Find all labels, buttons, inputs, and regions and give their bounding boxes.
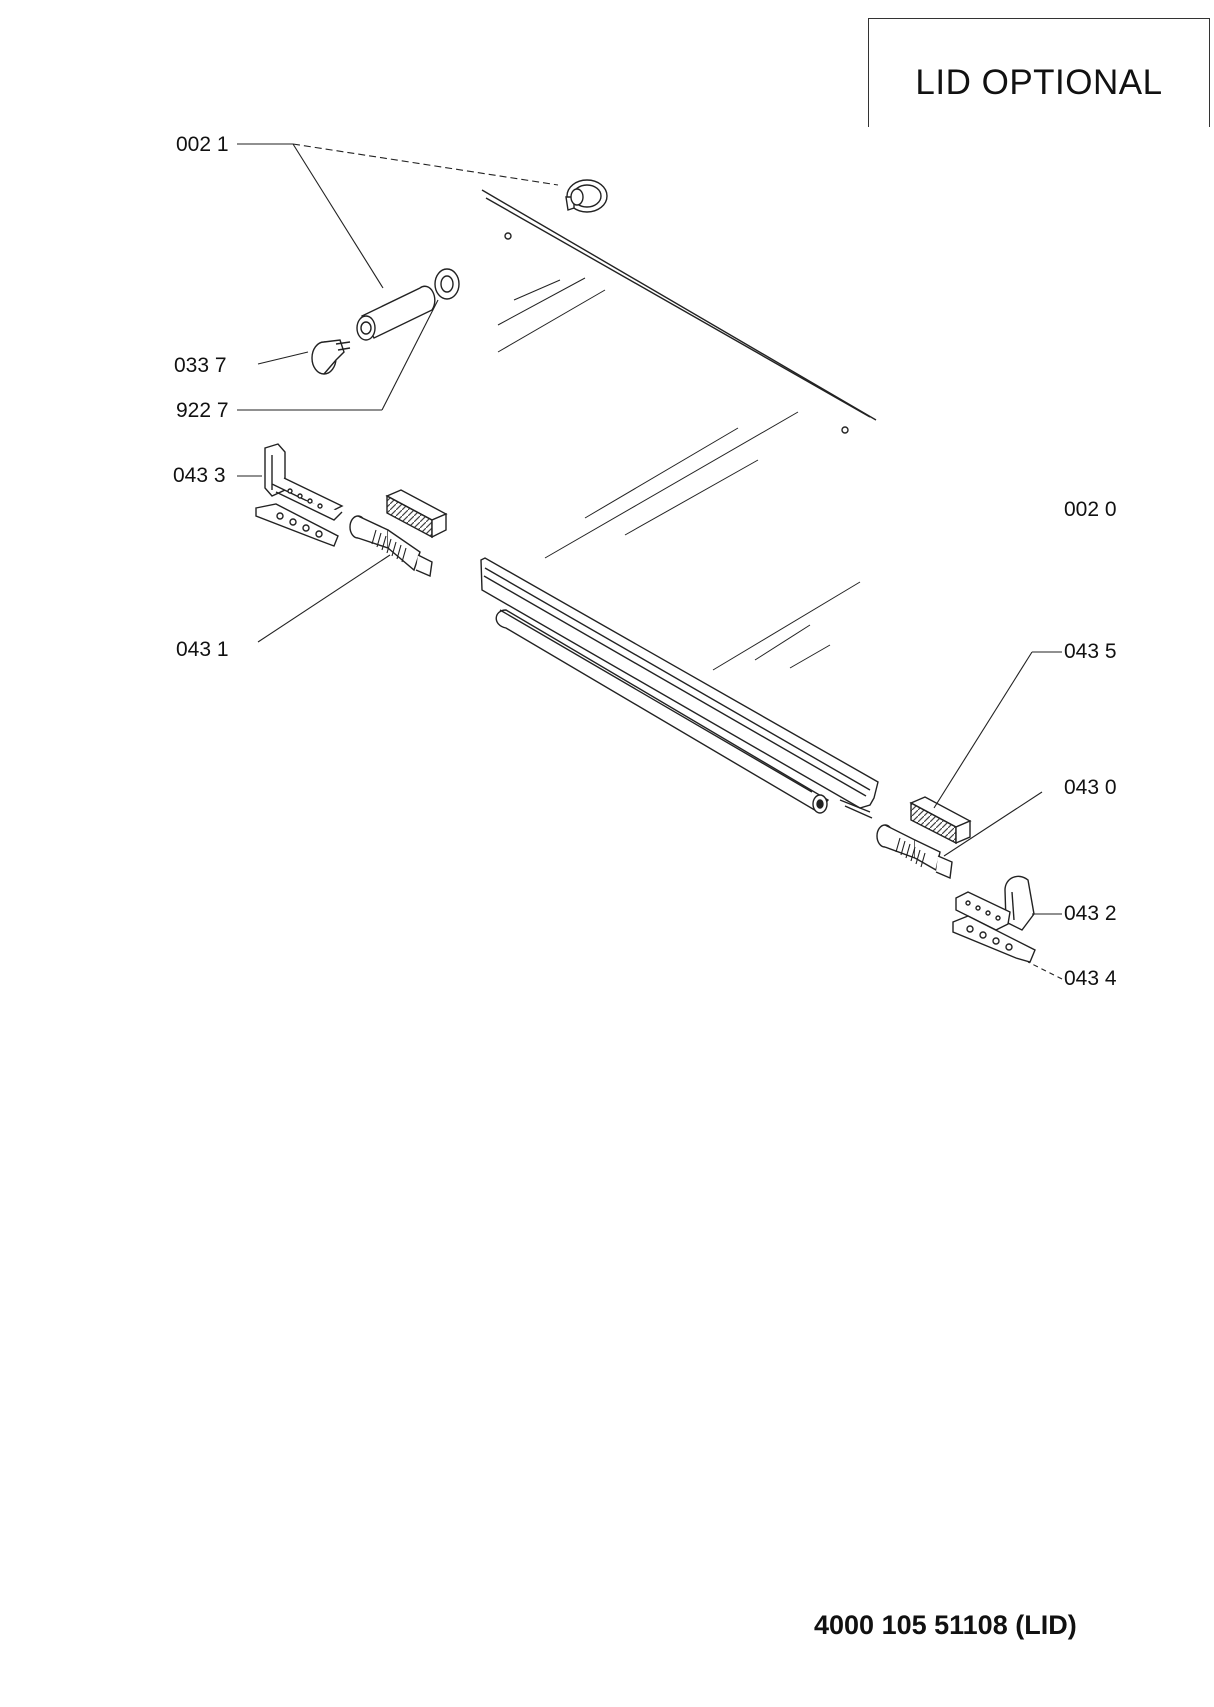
part-label-0435: 043 5 [1064, 640, 1117, 663]
part-label-0021: 002 1 [176, 133, 229, 156]
lid-optional-label: LID OPTIONAL [915, 63, 1163, 102]
part-label-0337: 033 7 [174, 354, 227, 377]
leader-lines [237, 143, 1063, 980]
part-0430-right-spring [876, 824, 953, 880]
part-9227-washer [434, 268, 460, 300]
lid-optional-box: LID OPTIONAL [868, 18, 1210, 127]
part-left-felt-block [385, 489, 448, 539]
part-0432-right-hinge-bracket [955, 875, 1035, 931]
lid-front-rail [480, 557, 879, 819]
part-label-0434: 043 4 [1064, 967, 1117, 990]
part-label-0430: 043 0 [1064, 776, 1117, 799]
part-0337-screw-knob [311, 339, 351, 375]
part-0431-left-spring [349, 515, 433, 578]
part-label-0431: 043 1 [176, 638, 229, 661]
part-0435-right-felt-block [909, 796, 972, 845]
part-label-0432: 043 2 [1064, 902, 1117, 925]
part-0433-left-hinge-bracket [255, 443, 344, 547]
part-label-0020: 002 0 [1064, 498, 1117, 521]
part-0021-hinge-sleeve [356, 285, 436, 341]
glass-lid-panel [481, 189, 877, 671]
part-0021-stud-washer [565, 179, 608, 213]
part-label-9227: 922 7 [176, 399, 229, 422]
part-0434-right-base-plate [952, 915, 1036, 963]
part-label-0433: 043 3 [173, 464, 226, 487]
document-number: 4000 105 51108 (LID) [814, 1610, 1077, 1640]
